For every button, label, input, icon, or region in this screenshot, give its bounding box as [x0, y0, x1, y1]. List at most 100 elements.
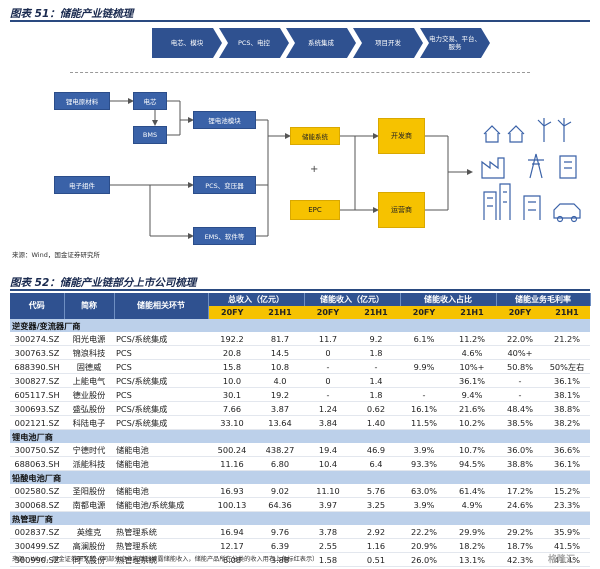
table-cell: 6.4 — [352, 456, 400, 471]
power-tower-icon — [528, 153, 544, 179]
table-cell: 100.13 — [208, 497, 256, 512]
table-cell: - — [400, 387, 448, 402]
company-table: 代码 简称 储能相关环节 总收入（亿元） 储能收入（亿元） 储能收入占比 储能业… — [10, 293, 591, 567]
table-cell: 热管理系统 — [114, 525, 208, 539]
watermark-logo: 格隆汇 — [548, 555, 576, 565]
table-cell: 2.92 — [352, 525, 400, 539]
table-cell: 64.36 — [256, 497, 304, 512]
table-cell: 002837.SZ — [10, 525, 64, 539]
table-cell: 3.97 — [304, 497, 352, 512]
table-cell: 48.4% — [496, 401, 544, 416]
box-developer: 开发商 — [378, 118, 425, 154]
section-row: 热管理厂商 — [10, 511, 590, 525]
table-cell: 94.5% — [448, 456, 496, 471]
figure-52-title: 图表 52：储能产业链部分上市公司梳理 — [10, 277, 197, 289]
section-title: 逆变器/变流器厂商 — [10, 319, 590, 332]
table-cell: 18.7% — [496, 538, 544, 553]
table-cell: 41.5% — [544, 538, 590, 553]
table-cell: 500.24 — [208, 443, 256, 457]
table-cell: 15.8 — [208, 359, 256, 374]
table-cell: 22.0% — [496, 332, 544, 346]
table-cell: 储能电池 — [114, 456, 208, 471]
box-storage-system: 储能系统 — [290, 127, 340, 145]
table-cell: 18.2% — [448, 538, 496, 553]
table-cell: 61.4% — [448, 484, 496, 498]
table-cell: 002580.SZ — [10, 484, 64, 498]
period-row: 20FY 21H1 20FY 21H1 20FY 21H1 20FY 21H1 — [10, 306, 590, 319]
table-cell: 4.0 — [256, 373, 304, 388]
table-cell: 15.2% — [544, 484, 590, 498]
table-cell: 300068.SZ — [10, 497, 64, 512]
col-margin: 储能业务毛利率 — [496, 293, 591, 306]
table-cell: 38.1% — [544, 387, 590, 402]
table-cell: 17.2% — [496, 484, 544, 498]
table-cell: 储能电池/系统集成 — [114, 497, 208, 512]
table-cell: 26.0% — [400, 552, 448, 567]
flow-connectors — [110, 98, 473, 239]
table-cell: PCS — [114, 359, 208, 374]
table-cell: 3.25 — [352, 497, 400, 512]
table-cell: 6.1% — [400, 332, 448, 346]
col-code: 代码 — [10, 293, 65, 319]
table-cell: 11.5% — [400, 415, 448, 430]
table-cell: 锦浪科技 — [64, 345, 114, 360]
table-cell: 10.8 — [256, 359, 304, 374]
figure-51-title: 图表 51：储能产业链梳理 — [10, 8, 134, 20]
table-cell: 固德威 — [64, 359, 114, 374]
table-cell: 派能科技 — [64, 456, 114, 471]
table-cell: 12.17 — [208, 538, 256, 553]
table-cell: 29.2% — [496, 525, 544, 539]
table-cell: PCS/系统集成 — [114, 415, 208, 430]
figure-51-source: 来源：Wind，国金证券研究所 — [12, 251, 100, 259]
table-cell: 7.66 — [208, 401, 256, 416]
table-cell: - — [352, 359, 400, 374]
table-cell: 科陆电子 — [64, 415, 114, 430]
wind-turbine-icon — [537, 118, 552, 142]
table-cell: - — [304, 387, 352, 402]
title-rule — [10, 20, 590, 22]
period-cell: 20FY — [208, 306, 256, 319]
table-cell: 23.3% — [544, 497, 590, 512]
table-cell: 38.8% — [544, 401, 590, 416]
table-cell: 63.0% — [400, 484, 448, 498]
table-cell: 0 — [304, 345, 352, 360]
table-cell: 3.87 — [256, 401, 304, 416]
table-cell: 热管理系统 — [114, 538, 208, 553]
chevron-system-integration: 系统集成 — [286, 28, 356, 58]
table-cell: PCS — [114, 387, 208, 402]
table-cell: 36.0% — [496, 443, 544, 457]
table-cell: 1.4 — [352, 373, 400, 388]
table-cell: 3.88 — [256, 552, 304, 567]
box-ems-software: EMS、软件等 — [193, 227, 256, 245]
table-cell: 40%+ — [496, 345, 544, 360]
box-battery-module: 锂电池模块 — [193, 111, 256, 129]
table-cell: 11.7 — [304, 332, 352, 346]
table-cell: 10.4 — [304, 456, 352, 471]
table-cell: 16.1% — [400, 401, 448, 416]
table-cell — [400, 345, 448, 360]
house-icon — [507, 125, 525, 143]
factory-icon — [481, 157, 505, 179]
table-cell: 2.55 — [304, 538, 352, 553]
table-cell: 1.8 — [352, 345, 400, 360]
period-cell: 21H1 — [448, 306, 496, 319]
table-cell: 圣阳股份 — [64, 484, 114, 498]
table-cell: 1.8 — [352, 387, 400, 402]
box-electronic-components: 电子组件 — [54, 176, 110, 194]
box-bms: BMS — [133, 126, 167, 144]
figure-52-source: 来源：Wind，国金证券研究所（同部分企业未单独披露储能收入，储能产品所在分类的… — [12, 556, 319, 563]
table-cell: 1.58 — [304, 552, 352, 567]
box-operator: 运营商 — [378, 192, 425, 228]
table-cell: - — [304, 359, 352, 374]
table-cell: 300750.SZ — [10, 443, 64, 457]
table-cell: - — [496, 373, 544, 388]
table-cell: PCS/系统集成 — [114, 373, 208, 388]
